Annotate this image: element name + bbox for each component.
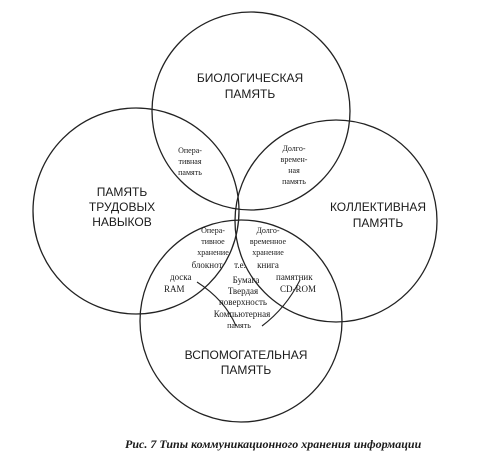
center-item-3: поверхность	[219, 297, 267, 307]
label-labor-2: ТРУДОВЫХ	[89, 200, 155, 214]
overlap-tl-2: тивная	[178, 157, 201, 166]
overlap-rb-1: Долго-	[256, 226, 279, 235]
circle-biological-memory	[151, 11, 351, 211]
center-marker: т.е.	[234, 260, 246, 270]
overlap-lb-2: тивное	[201, 237, 225, 246]
overlap-lb-3: хранение	[197, 248, 229, 257]
overlap-lb-5: доска	[170, 272, 192, 282]
label-auxiliary-2: ПАМЯТЬ	[221, 363, 272, 377]
label-biological-1: БИОЛОГИЧЕСКАЯ	[197, 71, 303, 85]
overlap-rb-5: памятник	[276, 272, 313, 282]
label-auxiliary-1: ВСПОМОГАТЕЛЬНАЯ	[185, 348, 308, 362]
overlap-tl-1: Опера-	[178, 146, 202, 155]
circle-auxiliary-memory	[139, 219, 343, 423]
figure-caption: Рис. 7 Типы коммуникационного хранения и…	[125, 437, 422, 451]
overlap-rb-2: временное	[250, 237, 287, 246]
circle-collective-memory	[234, 119, 438, 323]
overlap-rb-3: хранение	[252, 248, 284, 257]
overlap-rb-4: книга	[257, 260, 279, 270]
inner-arc-right	[261, 279, 301, 327]
overlap-tr-3: ная	[288, 166, 300, 175]
overlap-lb-4: блокнот	[192, 260, 223, 270]
label-collective-1: КОЛЛЕКТИВНАЯ	[330, 200, 426, 214]
overlap-tl-3: память	[178, 168, 202, 177]
overlap-tr-1: Долго-	[282, 144, 305, 153]
label-labor-3: НАВЫКОВ	[92, 215, 152, 229]
label-collective-2: ПАМЯТЬ	[353, 216, 404, 230]
label-biological-2: ПАМЯТЬ	[225, 87, 276, 101]
center-item-4: Компьютерная	[214, 309, 270, 319]
circle-labor-skills-memory	[32, 107, 240, 315]
center-item-5: память	[227, 321, 251, 330]
center-item-1: Бумага	[233, 275, 260, 285]
overlap-rb-6: CD-ROM	[280, 284, 316, 294]
center-item-2: Твердая	[228, 286, 258, 296]
label-labor-1: ПАМЯТЬ	[97, 185, 148, 199]
inner-arc-left	[196, 281, 237, 327]
overlap-lb-1: Опера-	[201, 226, 225, 235]
overlap-tr-4: память	[282, 177, 306, 186]
overlap-tr-2: времен-	[281, 155, 308, 164]
overlap-lb-6: RAM	[164, 284, 185, 294]
